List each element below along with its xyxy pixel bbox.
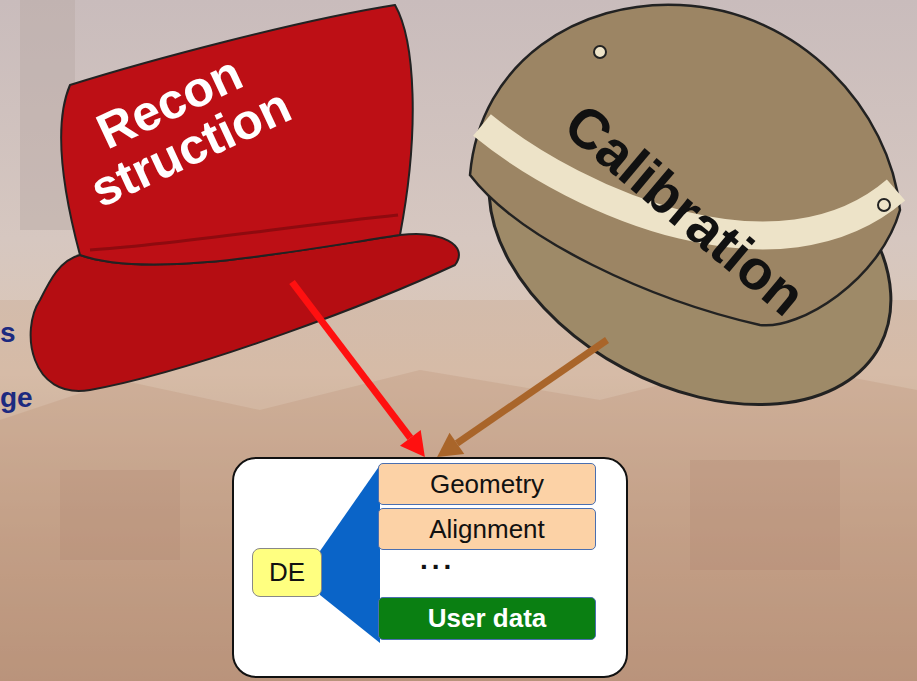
cut-off-text: ge xyxy=(0,383,33,414)
cut-off-text: s xyxy=(0,318,16,349)
box-label: User data xyxy=(428,604,547,633)
box-label: Alignment xyxy=(429,515,545,544)
box-label: Geometry xyxy=(430,470,544,499)
user-data-box: User data xyxy=(378,597,596,640)
reconstruction-hat: Recon struction xyxy=(40,0,460,282)
alignment-box: Alignment xyxy=(378,508,596,550)
calibration-hat: Calibration xyxy=(435,0,905,340)
detector-element-box: DE GeometryAlignmentUser data... xyxy=(232,457,628,678)
brown-arrow xyxy=(437,340,607,457)
geometry-box: Geometry xyxy=(378,463,596,505)
ellipsis: ... xyxy=(420,545,455,576)
box-label: DE xyxy=(269,558,305,587)
de-box: DE xyxy=(252,548,322,597)
